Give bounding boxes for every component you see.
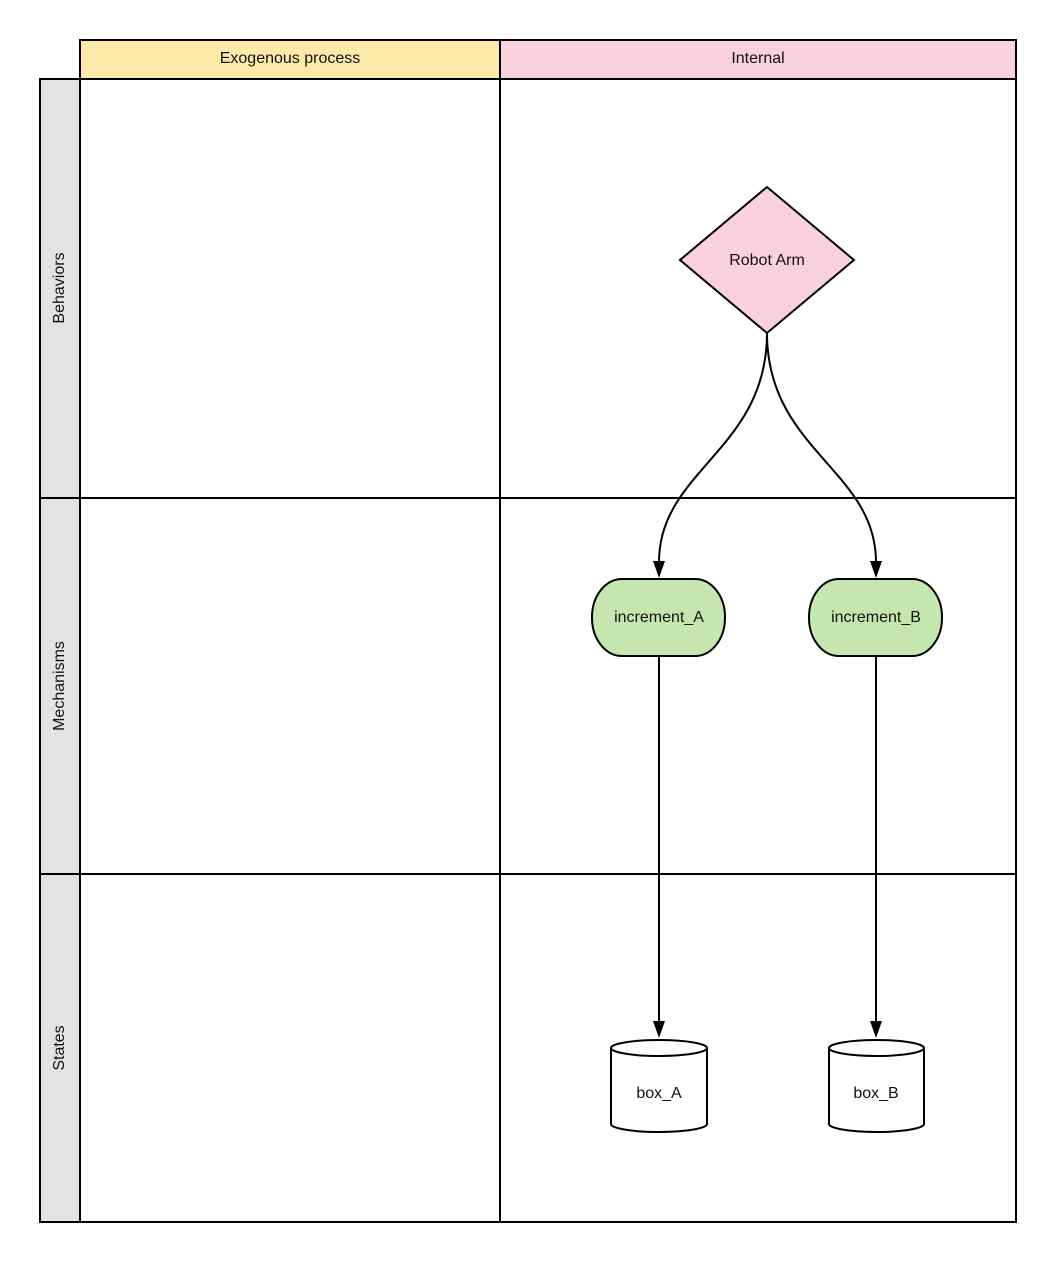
column-header-internal-label: Internal [731, 50, 784, 67]
lane-grid [79, 78, 1017, 1223]
node-increment-a-label: increment_A [614, 609, 704, 626]
node-increment-b[interactable]: increment_B [808, 578, 943, 657]
row-header-states-label: States [51, 1025, 68, 1070]
arrowhead [653, 561, 665, 578]
column-header-exogenous [79, 39, 501, 80]
arrowhead [653, 1021, 665, 1038]
node-box-a-label: box_A [636, 1085, 682, 1102]
edge-robot-arm-to-increment-a [658, 332, 768, 563]
arrowhead [870, 1021, 882, 1038]
edge-robot-arm-to-increment-b [766, 332, 877, 563]
node-robot-arm-label: Robot Arm [729, 252, 805, 269]
arrowhead [870, 561, 882, 578]
node-box-a[interactable]: box_A [610, 1039, 708, 1133]
node-robot-arm[interactable]: Robot Arm [678, 185, 856, 335]
row-header-behaviors-label: Behaviors [51, 252, 68, 323]
node-box-b[interactable]: box_B [828, 1039, 925, 1133]
node-box-b-label: box_B [853, 1085, 898, 1102]
row-header-mechanisms-label: Mechanisms [51, 641, 68, 731]
column-header-exogenous-label: Exogenous process [220, 50, 361, 67]
node-increment-b-label: increment_B [831, 609, 921, 626]
node-increment-a[interactable]: increment_A [591, 578, 726, 657]
column-header-internal [499, 39, 1017, 80]
row-header-states [39, 873, 81, 1223]
